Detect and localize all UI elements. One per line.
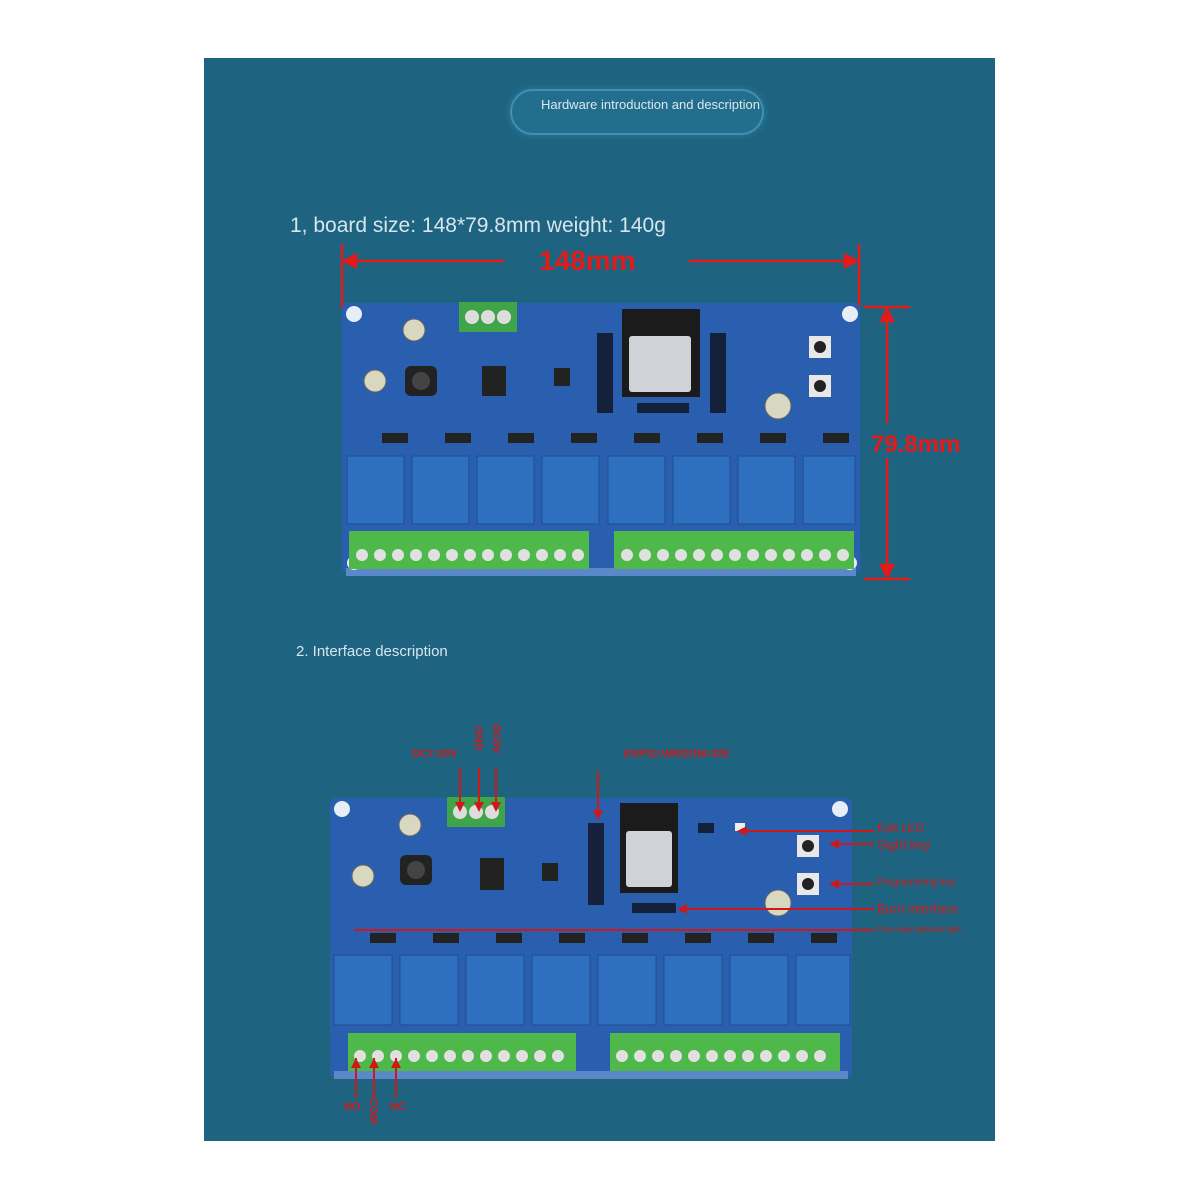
- label-com: COM: [367, 1098, 379, 1124]
- label-sight-key: Sight key: [877, 837, 931, 852]
- label-dc5v: DC5V: [490, 724, 502, 754]
- label-nc: NC: [390, 1101, 406, 1113]
- label-programming-key: Programming key: [877, 877, 956, 888]
- interface-heading: 2. Interface description: [296, 643, 448, 660]
- board-size-heading: 1, board size: 148*79.8mm weight: 140g: [290, 214, 666, 237]
- label-no: NO: [344, 1101, 361, 1113]
- relay-board-bottom-image: [330, 797, 852, 1079]
- label-esp32-module: ESP32-WROOM-32E: [624, 748, 730, 760]
- section-title-pill: Hardware introduction and description: [510, 89, 764, 135]
- label-edit-led: Edit LED: [877, 821, 925, 835]
- height-dimension-label: 79.8mm: [871, 431, 961, 458]
- section-title: Hardware introduction and description: [541, 97, 760, 112]
- width-dimension-label: 148mm: [539, 245, 636, 276]
- label-relay-indicator: One relay indicator light: [877, 925, 962, 934]
- label-dc-input: DC7-30V: [412, 748, 458, 760]
- label-gnd: GND: [472, 726, 484, 751]
- content-panel: Hardware introduction and description 1,…: [204, 58, 995, 1141]
- label-burn-interface: Burn interface: [877, 901, 958, 916]
- relay-board-top-image: [342, 302, 860, 576]
